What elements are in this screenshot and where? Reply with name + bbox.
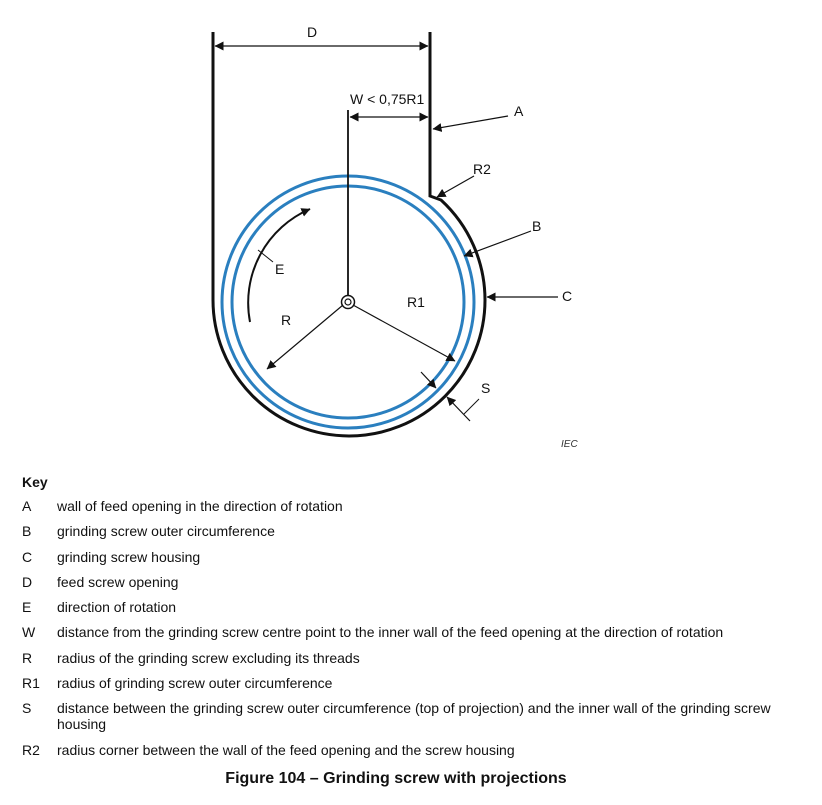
- leader-a: [432, 115, 509, 132]
- key-item-e: E direction of rotation: [22, 599, 802, 615]
- dimension-s-line-lower: [446, 396, 471, 422]
- radius-r1-line: [352, 304, 456, 362]
- key-description: radius of the grinding screw excluding i…: [57, 649, 360, 666]
- key-list: A wall of feed opening in the direction …: [22, 498, 802, 767]
- label-a: A: [514, 103, 524, 119]
- rotation-arrow: [247, 208, 311, 323]
- grinding-screw-diagram: D W < 0,75R1 A R2 B C E R R1 S IEC: [211, 24, 578, 450]
- key-item-s: S distance between the grinding screw ou…: [22, 700, 802, 732]
- key-description: radius corner between the wall of the fe…: [57, 741, 515, 758]
- figure-caption: Figure 104 – Grinding screw with project…: [225, 770, 567, 787]
- leader-r2: [436, 175, 475, 198]
- key-letter: B: [22, 523, 32, 540]
- key-letter: R2: [22, 741, 40, 758]
- key-description: grinding screw housing: [57, 548, 201, 565]
- key-description: distance from the grinding screw centre …: [57, 624, 724, 641]
- key-letter: A: [22, 498, 32, 514]
- label-r1: R1: [407, 294, 425, 310]
- label-d: D: [307, 24, 317, 40]
- key-description: grinding screw outer circumference: [57, 523, 275, 540]
- key-item-r1: R1 radius of grinding screw outer circum…: [22, 675, 802, 691]
- key-letter: W: [22, 624, 36, 641]
- label-e: E: [275, 261, 284, 277]
- label-b: B: [532, 218, 541, 234]
- key-item-d: D feed screw opening: [22, 574, 802, 590]
- label-c: C: [562, 288, 572, 304]
- key-item-a: A wall of feed opening in the direction …: [22, 498, 802, 514]
- key-description: wall of feed opening in the direction of…: [57, 498, 343, 514]
- key-letter: E: [22, 599, 32, 616]
- label-s: S: [481, 380, 490, 396]
- key-item-w: W distance from the grinding screw centr…: [22, 624, 802, 640]
- key-letter: D: [22, 573, 33, 590]
- key-description: direction of rotation: [57, 599, 177, 616]
- key-letter: R: [22, 649, 33, 666]
- key-description: feed screw opening: [57, 573, 179, 590]
- key-letter: C: [22, 548, 33, 565]
- key-item-r2: R2 radius corner between the wall of the…: [22, 742, 802, 758]
- leader-b: [463, 230, 532, 258]
- label-r: R: [281, 312, 291, 328]
- iec-mark: IEC: [561, 439, 578, 450]
- key-heading: Key: [22, 474, 48, 490]
- label-w: W < 0,75R1: [350, 91, 425, 107]
- radius-r-line: [266, 304, 344, 370]
- key-item-r: R radius of the grinding screw excluding…: [22, 650, 802, 666]
- dimension-s-line-upper: [420, 371, 437, 389]
- key-item-b: B grinding screw outer circumference: [22, 523, 802, 539]
- key-item-c: C grinding screw housing: [22, 549, 802, 565]
- key-description: radius of grinding screw outer circumfer…: [57, 675, 333, 692]
- leader-e: [257, 249, 274, 263]
- centre-point-inner: [344, 298, 352, 306]
- centre-point-outer: [340, 294, 356, 310]
- label-r2: R2: [473, 161, 491, 177]
- leader-s: [463, 398, 480, 415]
- housing-outline: [211, 32, 487, 438]
- key-description: distance between the grinding screw oute…: [57, 700, 771, 733]
- key-letter: S: [22, 700, 32, 717]
- key-letter: R1: [22, 675, 40, 692]
